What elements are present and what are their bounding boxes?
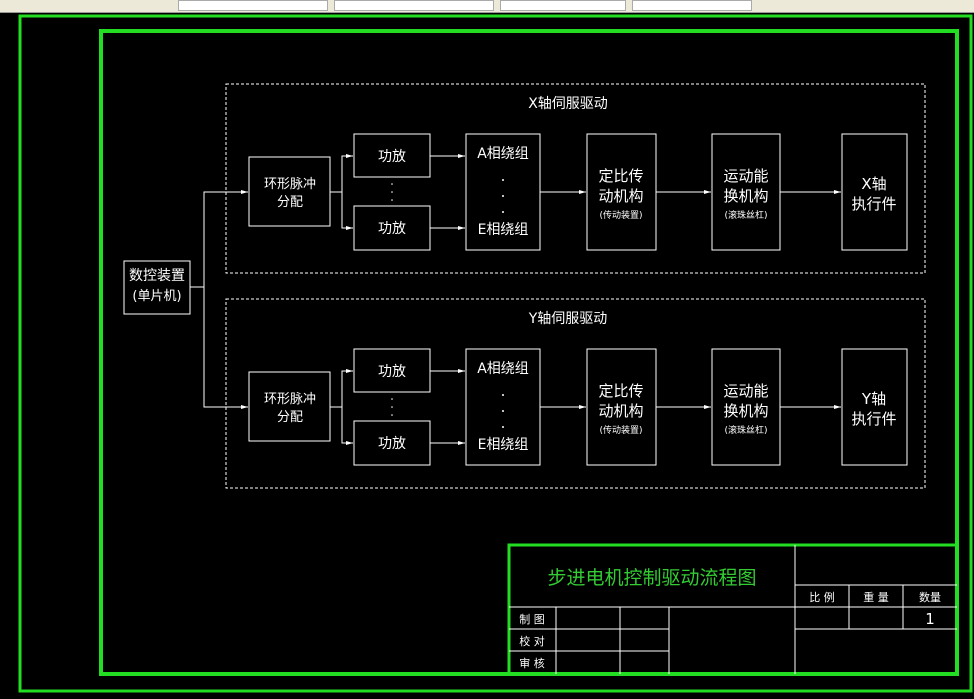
- distributor-label: 环形脉冲: [264, 177, 316, 192]
- ellipsis-dot: [391, 191, 393, 193]
- approved-by-label: 审 核: [519, 656, 545, 670]
- drawn-by-label: 制 图: [519, 613, 545, 626]
- ellipsis-dot: [502, 179, 504, 181]
- axis-group-0: X轴伺服驱动环形脉冲分配功放功放A相绕组E相绕组定比传动机构(传动装置)运动能换…: [190, 83, 926, 288]
- quantity-value: 1: [925, 610, 935, 628]
- power-amp-label: 功放: [378, 436, 406, 452]
- axis-group-1: Y轴伺服驱动环形脉冲分配功放功放A相绕组E相绕组定比传动机构(传动装置)运动能换…: [190, 286, 926, 489]
- scale-label: 比 例: [809, 590, 835, 604]
- ellipsis-dot: [502, 195, 504, 197]
- winding-label: A相绕组: [477, 361, 529, 377]
- winding-label: A相绕组: [477, 146, 529, 162]
- distributor-label: 分配: [277, 195, 303, 210]
- servo-group-label: Y轴伺服驱动: [528, 311, 608, 327]
- conversion-label: 运动能: [723, 167, 768, 185]
- transmission-note: (传动装置): [599, 424, 642, 436]
- transmission-label: 定比传: [598, 382, 643, 400]
- controller-box: 数控装置 (单片机): [123, 260, 191, 315]
- toolbar: [0, 0, 974, 13]
- toolbar-field[interactable]: [500, 0, 626, 11]
- power-amp-label: 功放: [378, 149, 406, 165]
- toolbar-field[interactable]: [632, 0, 752, 11]
- ellipsis-dot: [502, 426, 504, 428]
- transmission-label: 定比传: [598, 167, 643, 185]
- ellipsis-dot: [391, 414, 393, 416]
- ellipsis-dot: [502, 410, 504, 412]
- conversion-note: (滚珠丝杠): [724, 424, 767, 436]
- ellipsis-dot: [391, 398, 393, 400]
- actuator-label: 执行件: [851, 195, 896, 213]
- title-block: [507, 543, 959, 676]
- power-amp-label: 功放: [378, 364, 406, 380]
- quantity-label: 数量: [919, 591, 941, 604]
- conversion-label: 换机构: [723, 402, 768, 420]
- arrow: [330, 154, 353, 193]
- actuator-label: X轴: [861, 175, 886, 193]
- conversion-label: 运动能: [723, 382, 768, 400]
- actuator-box: [841, 348, 908, 466]
- transmission-label: 动机构: [598, 187, 643, 205]
- arrow: [341, 407, 353, 445]
- servo-group-frame: [225, 298, 926, 489]
- ellipsis-dot: [391, 199, 393, 201]
- ellipsis-dot: [502, 394, 504, 396]
- drawing-title: 步进电机控制驱动流程图: [547, 567, 756, 589]
- weight-label: 重 量: [863, 590, 889, 604]
- winding-label: E相绕组: [478, 222, 529, 238]
- transmission-label: 动机构: [598, 402, 643, 420]
- servo-group-frame: [225, 83, 926, 274]
- toolbar-field[interactable]: [334, 0, 494, 11]
- servo-group-label: X轴伺服驱动: [528, 96, 608, 112]
- distributor-label: 分配: [277, 410, 303, 425]
- conversion-label: 换机构: [723, 187, 768, 205]
- outer-frame: [18, 14, 973, 693]
- toolbar-field[interactable]: [178, 0, 328, 11]
- actuator-label: 执行件: [851, 410, 896, 428]
- power-amp-label: 功放: [378, 221, 406, 237]
- arrow: [330, 369, 353, 408]
- arrow: [190, 190, 248, 288]
- actuator-label: Y轴: [861, 390, 886, 408]
- actuator-box: [841, 133, 908, 251]
- arrow: [190, 286, 248, 409]
- controller-sublabel: (单片机): [132, 289, 181, 304]
- transmission-note: (传动装置): [599, 209, 642, 221]
- checked-by-label: 校 对: [519, 634, 545, 648]
- inner-frame: [99, 29, 959, 676]
- winding-label: E相绕组: [478, 437, 529, 453]
- controller-label: 数控装置: [129, 268, 185, 284]
- ellipsis-dot: [391, 183, 393, 185]
- ellipsis-dot: [502, 211, 504, 213]
- ellipsis-dot: [391, 406, 393, 408]
- distributor-label: 环形脉冲: [264, 392, 316, 407]
- conversion-note: (滚珠丝杠): [724, 209, 767, 221]
- arrow: [341, 192, 353, 230]
